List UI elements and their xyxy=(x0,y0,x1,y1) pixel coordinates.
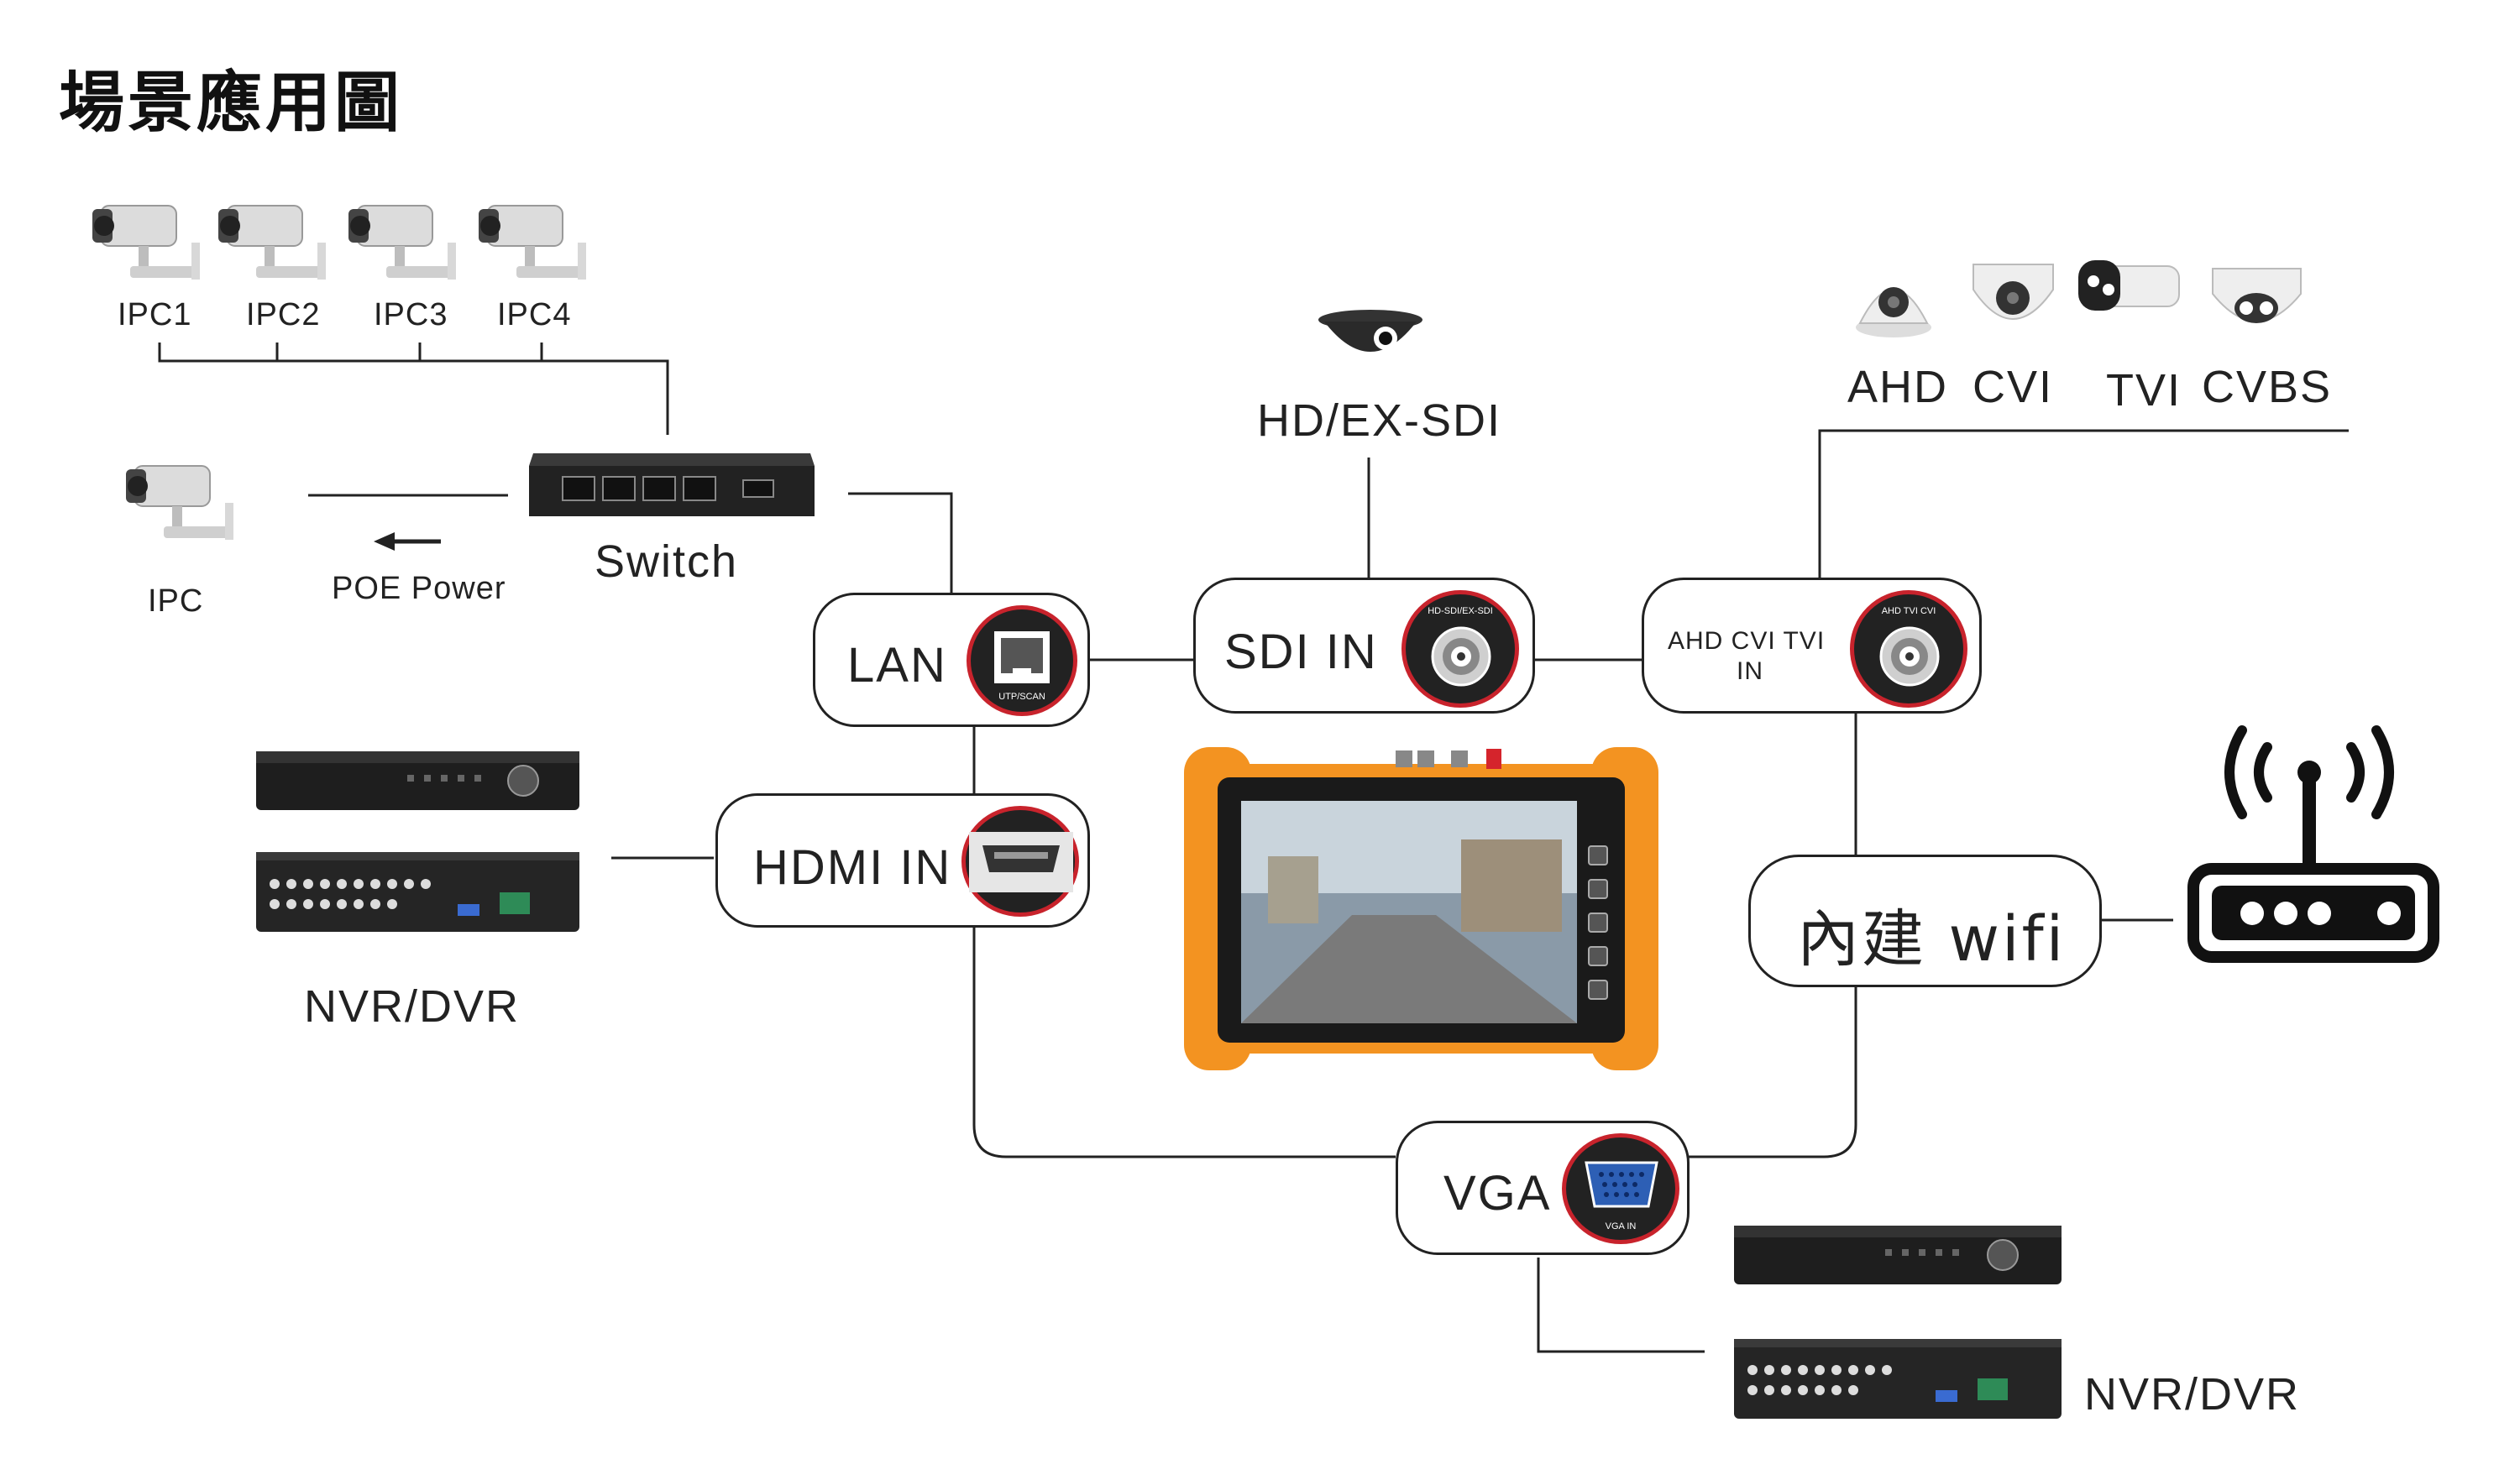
sdi-port-circle: HD-SDI/EX-SDI xyxy=(1401,590,1519,708)
vga-port-icon xyxy=(1585,1161,1658,1208)
lan-label: LAN xyxy=(847,638,947,693)
lan-port-card: LAN UTP/SCAN xyxy=(813,593,1090,727)
vga-label: VGA xyxy=(1443,1166,1552,1221)
nvr-left-label: NVR/DVR xyxy=(304,981,521,1032)
hdmi-port-card: HDMI IN xyxy=(715,793,1090,928)
analog-port-card: AHD CVI TVI IN AHD TVI CVI xyxy=(1642,578,1982,714)
sdi-camera-icon xyxy=(1318,310,1422,352)
nvr-bottom-device-icon xyxy=(1734,1226,2062,1419)
cvi-label: CVI xyxy=(1973,362,2054,412)
hdmi-port-circle xyxy=(961,806,1079,917)
ipc-camera-icon xyxy=(125,465,234,541)
tvi-label: TVI xyxy=(2106,365,2182,416)
analog-port-caption: AHD TVI CVI xyxy=(1881,606,1936,616)
nvr-left-device-icon xyxy=(256,751,579,932)
hdmi-vga-line xyxy=(972,927,1396,1158)
bnc-connector-icon xyxy=(1879,626,1940,687)
vga-nvr-line xyxy=(1537,1258,1705,1353)
ipc1-label: IPC1 xyxy=(118,297,192,332)
vga-port-card: VGA VGA IN xyxy=(1396,1121,1690,1255)
poe-power-label: POE Power xyxy=(332,571,506,606)
nvr-bottom-label: NVR/DVR xyxy=(2084,1369,2301,1420)
cvbs-camera-icon xyxy=(2212,268,2302,323)
cvi-camera-icon xyxy=(1973,264,2054,320)
hdmi-in-label: HDMI IN xyxy=(753,840,952,895)
switch-device-icon xyxy=(529,453,815,516)
ipc3-label: IPC3 xyxy=(374,297,448,332)
ipc-camera-group xyxy=(92,205,587,280)
ipc2-label: IPC2 xyxy=(246,297,321,332)
ipc2-camera-icon xyxy=(217,205,327,280)
ahd-camera-icon xyxy=(1856,287,1931,337)
ipc-label: IPC xyxy=(148,583,204,619)
analog-source-line xyxy=(1818,429,2349,578)
ipc4-label: IPC4 xyxy=(497,297,572,332)
analog-port-circle: AHD TVI CVI xyxy=(1850,590,1967,708)
sdi-in-label: SDI IN xyxy=(1224,625,1378,679)
hdmi-port-icon xyxy=(969,832,1073,892)
analog-in-label-line1: AHD CVI TVI xyxy=(1668,627,1826,655)
analog-in-label-line2: IN xyxy=(1737,657,1763,685)
vga-port-circle: VGA IN xyxy=(1562,1133,1679,1244)
tvi-camera-icon xyxy=(2078,260,2180,311)
wifi-router-icon xyxy=(2187,725,2439,963)
analog-camera-group xyxy=(1856,260,2302,337)
switch-lan-line xyxy=(848,492,953,594)
lan-port-circle: UTP/SCAN xyxy=(967,605,1077,716)
ipc1-camera-icon xyxy=(92,205,201,280)
ipc3-camera-icon xyxy=(348,205,457,280)
tester-device-icon xyxy=(1184,747,1658,1070)
ethernet-port-icon xyxy=(994,631,1050,683)
ipc4-camera-icon xyxy=(478,205,587,280)
cvbs-label: CVBS xyxy=(2202,362,2333,412)
ahd-label: AHD xyxy=(1847,362,1949,412)
page-title: 場景應用圖 xyxy=(59,65,404,141)
vga-port-caption: VGA IN xyxy=(1605,1221,1637,1232)
sdi-source-label: HD/EX-SDI xyxy=(1257,395,1502,446)
lan-port-caption: UTP/SCAN xyxy=(998,692,1045,702)
poe-arrow-icon xyxy=(374,532,441,551)
sdi-port-caption: HD-SDI/EX-SDI xyxy=(1428,606,1493,616)
ipc-bracket-line xyxy=(158,343,669,435)
wifi-label: 內建 wifi xyxy=(1797,903,2067,975)
switch-label: Switch xyxy=(595,536,739,587)
bnc-connector-icon xyxy=(1431,626,1491,687)
sdi-port-card: SDI IN HD-SDI/EX-SDI xyxy=(1193,578,1535,714)
wifi-card: 內建 wifi xyxy=(1748,855,2102,987)
